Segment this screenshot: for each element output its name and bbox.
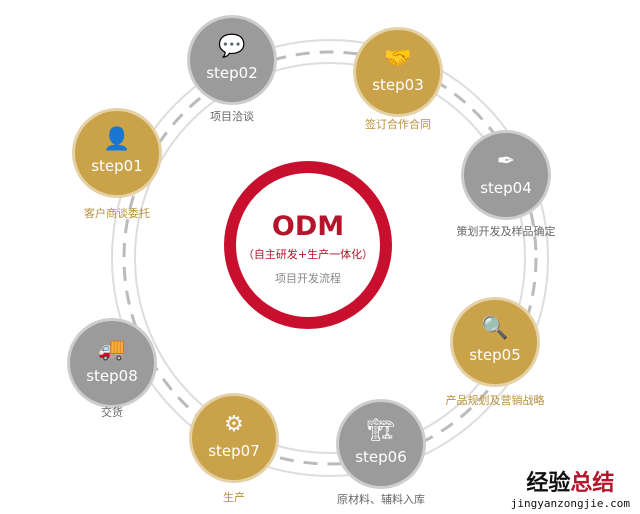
step-number: step04 bbox=[480, 179, 532, 197]
center-title: ODM bbox=[271, 211, 345, 242]
search-analytics-icon: 🔍 bbox=[481, 316, 509, 341]
watermark-red: 总结 bbox=[570, 471, 615, 496]
step08-label: 交货 bbox=[101, 406, 123, 419]
truck-icon: 🚚 bbox=[98, 337, 126, 362]
step-number: step07 bbox=[208, 442, 260, 460]
step06-node: 🏗 step06 bbox=[336, 399, 426, 489]
step-number: step02 bbox=[206, 64, 258, 82]
step04-node: ✒ step04 bbox=[461, 130, 551, 220]
center-subtitle: （自主研发+生产一体化） bbox=[242, 248, 374, 261]
step-number: step06 bbox=[355, 448, 407, 466]
step-number: step03 bbox=[372, 76, 424, 94]
step-number: step08 bbox=[86, 367, 138, 385]
step02-label: 项目洽谈 bbox=[210, 110, 254, 123]
watermark-black: 经验 bbox=[526, 471, 571, 496]
step-number: step05 bbox=[469, 346, 521, 364]
forklift-icon: 🏗 bbox=[367, 418, 395, 443]
step03-node: 🤝 step03 bbox=[353, 27, 443, 117]
step01-node: 👤 step01 bbox=[72, 108, 162, 198]
center-caption: 项目开发流程 bbox=[275, 272, 341, 285]
step07-node: ⚙ step07 bbox=[189, 393, 279, 483]
handshake-icon: 🤝 bbox=[384, 46, 412, 71]
step-number: step01 bbox=[91, 157, 143, 175]
step02-node: 💬 step02 bbox=[187, 15, 277, 105]
discussion-icon: 💬 bbox=[218, 34, 246, 59]
step08-node: 🚚 step08 bbox=[67, 318, 157, 408]
consult-person-icon: 👤 bbox=[103, 127, 131, 152]
step05-label: 产品规划及营销战略 bbox=[445, 394, 545, 407]
watermark: 经验总结 jingyanzongjie.com bbox=[511, 465, 630, 510]
step07-label: 生产 bbox=[223, 491, 245, 504]
step03-label: 签订合作合同 bbox=[365, 118, 431, 131]
step05-node: 🔍 step05 bbox=[450, 297, 540, 387]
odm-center-ring: ODM （自主研发+生产一体化） 项目开发流程 bbox=[224, 161, 392, 329]
step01-label: 客户商谈委托 bbox=[84, 207, 150, 220]
watermark-url: jingyanzongjie.com bbox=[510, 497, 630, 510]
gears-icon: ⚙ bbox=[224, 412, 244, 437]
step06-label: 原材料、辅料入库 bbox=[337, 493, 425, 506]
pen-tool-icon: ✒ bbox=[496, 149, 516, 174]
step04-label: 策划开发及样品确定 bbox=[456, 225, 556, 238]
